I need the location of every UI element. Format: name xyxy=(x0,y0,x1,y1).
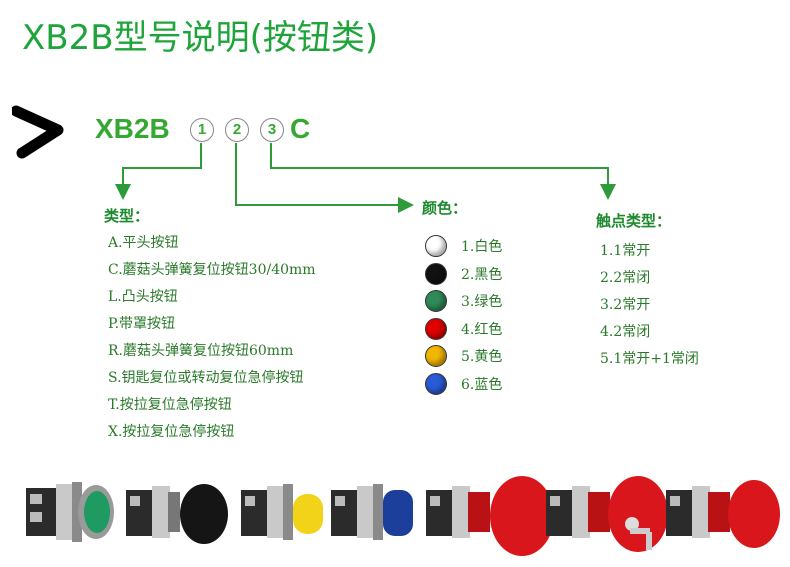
contact-list: 1.1常开 2.2常闭 3.2常开 4.2常闭 5.1常开+1常闭 xyxy=(600,238,699,373)
arrow-to-type xyxy=(115,143,202,200)
type-item: T.按拉复位急停按钮 xyxy=(108,397,232,413)
model-code-suffix: C xyxy=(290,113,311,144)
product-gallery xyxy=(22,476,782,566)
color-swatch-icon xyxy=(425,290,447,312)
arrow-to-color xyxy=(235,143,414,213)
contact-item: 4.2常闭 xyxy=(600,324,651,340)
product-image-key-release-red xyxy=(546,476,668,552)
contact-item: 3.2常开 xyxy=(600,297,651,313)
code-slot-1: 1 xyxy=(190,118,214,142)
type-heading: 类型： xyxy=(104,207,150,225)
type-item: S.钥匙复位或转动复位急停按钮 xyxy=(108,370,304,386)
product-image-push-pull-red xyxy=(666,480,780,548)
color-heading: 颜色： xyxy=(422,199,468,217)
color-swatch-icon xyxy=(425,262,447,285)
type-item: R.蘑菇头弹簧复位按钮60mm xyxy=(108,343,294,359)
page-title: XB2B型号说明(按钮类) xyxy=(22,18,379,58)
color-label: 6.蓝色 xyxy=(461,376,503,393)
color-label: 4.红色 xyxy=(461,321,503,338)
color-swatch-icon xyxy=(425,317,447,340)
color-swatch-icon xyxy=(425,345,447,367)
color-item: 6.蓝色 xyxy=(425,372,503,395)
color-item: 3.绿色 xyxy=(425,290,502,312)
code-slot-2: 2 xyxy=(225,118,249,142)
contact-item: 2.2常闭 xyxy=(600,270,651,286)
color-item: 4.红色 xyxy=(425,317,503,340)
color-label: 3.绿色 xyxy=(461,294,503,310)
contact-heading: 触点类型： xyxy=(596,212,672,230)
type-item: X.按拉复位急停按钮 xyxy=(108,424,235,440)
product-image-extended-yellow xyxy=(241,484,323,540)
type-item: A.平头按钮 xyxy=(108,235,179,251)
color-label: 2.黑色 xyxy=(461,266,503,283)
type-list: A.平头按钮 C.蘑菇头弹簧复位按钮30/40mm L.凸头按钮 P.带罩按钮 … xyxy=(108,230,316,446)
model-code-prefix: XB2B xyxy=(95,113,170,144)
arrow-to-contact xyxy=(270,143,616,200)
color-swatch-icon xyxy=(425,235,447,257)
product-image-flush-green xyxy=(26,482,114,542)
contact-item: 1.1常开 xyxy=(600,243,651,259)
color-item: 1.白色 xyxy=(425,235,502,257)
product-image-mushroom-black xyxy=(126,484,228,544)
type-item: C.蘑菇头弹簧复位按钮30/40mm xyxy=(108,262,316,278)
type-item: P.带罩按钮 xyxy=(108,316,176,332)
color-swatch-icon xyxy=(425,372,447,395)
product-image-mushroom-red-large xyxy=(426,476,554,556)
color-item: 5.黄色 xyxy=(425,345,502,367)
color-item: 2.黑色 xyxy=(425,262,503,285)
color-label: 1.白色 xyxy=(461,239,503,255)
type-item: L.凸头按钮 xyxy=(108,289,178,305)
contact-item: 5.1常开+1常闭 xyxy=(600,351,699,367)
chevron-right-icon xyxy=(12,105,64,159)
product-image-booted-blue xyxy=(331,484,413,540)
code-slot-3: 3 xyxy=(260,118,284,142)
color-label: 5.黄色 xyxy=(461,349,503,365)
